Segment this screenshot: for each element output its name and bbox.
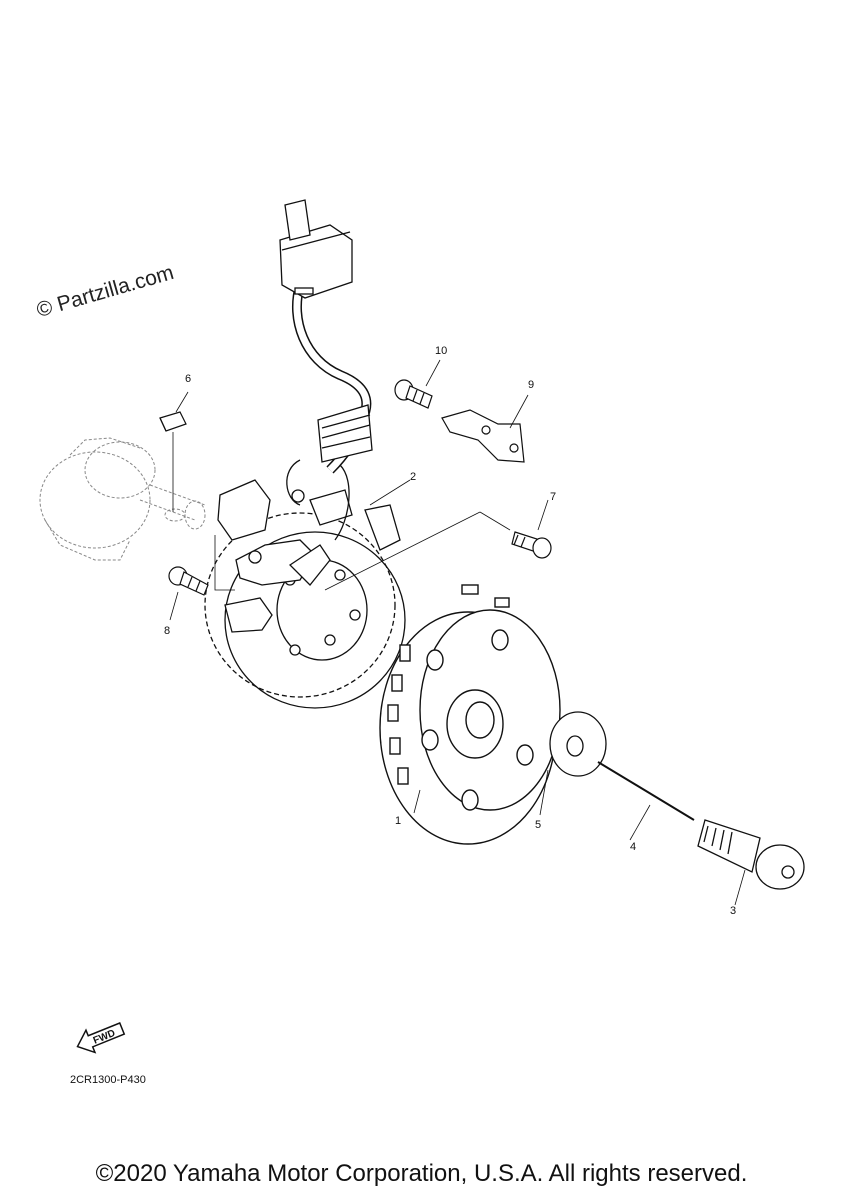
- flywheel-rotor: [379, 584, 561, 845]
- wire-coupler: [279, 199, 353, 299]
- fwd-label: FWD: [92, 1028, 117, 1047]
- callout-3: 3: [730, 905, 736, 917]
- copyright-notice: ©2020 Yamaha Motor Corporation, U.S.A. A…: [95, 1160, 748, 1187]
- callout-1: 1: [395, 815, 401, 827]
- diagram-code: 2CR1300-P430: [70, 1074, 146, 1086]
- callout-9: 9: [528, 379, 534, 391]
- callout-5: 5: [535, 819, 541, 831]
- bolt-8: [168, 566, 209, 596]
- clamp-bracket: [441, 409, 525, 463]
- callout-10: 10: [435, 345, 447, 357]
- callout-2: 2: [410, 471, 416, 483]
- callout-7: 7: [550, 491, 556, 503]
- rod-part: [597, 761, 695, 821]
- callout-8: 8: [164, 625, 170, 637]
- leader-lines: [169, 359, 746, 906]
- screw-7: [511, 531, 552, 559]
- callout-4: 4: [630, 841, 636, 853]
- washer: [549, 711, 607, 777]
- wire-harness: [286, 283, 373, 541]
- callout-6: 6: [185, 373, 191, 385]
- crankshaft-ghost: [39, 437, 206, 561]
- stator-assembly: [204, 479, 406, 709]
- woodruff-key: [159, 411, 187, 432]
- bolt-10: [394, 379, 433, 409]
- flange-bolt: [697, 819, 805, 890]
- fwd-arrow-icon: FWD: [76, 1022, 126, 1054]
